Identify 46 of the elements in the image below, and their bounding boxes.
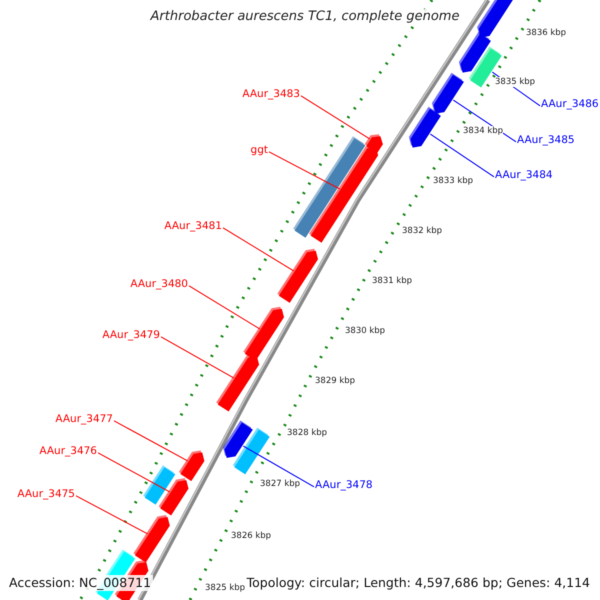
gene-label: AAur_3476 (39, 445, 97, 457)
scale-label: 3831 kbp (372, 276, 412, 286)
scale-label: 3828 kbp (287, 428, 328, 438)
gene-label: AAur_3475 (17, 488, 75, 500)
gene-label: ggt (250, 144, 268, 156)
gene-bar (232, 428, 270, 474)
genome-title: Arthrobacter aurescens TC1, complete genome (150, 9, 460, 24)
scale-label: 3833 kbp (433, 176, 474, 186)
gene-block (158, 478, 188, 516)
leader-line (188, 285, 260, 330)
gene-block (408, 106, 441, 148)
gene-label: AAur_3479 (102, 329, 160, 341)
gene-label: AAur_3485 (517, 134, 575, 146)
gene-block (133, 515, 170, 562)
gene-block (178, 450, 204, 482)
gene-label: AAur_3484 (495, 169, 553, 181)
gene-label: AAur_3480 (130, 278, 188, 290)
leader-line (114, 420, 188, 462)
gene-label: AAur_3478 (315, 479, 373, 491)
leader-line (430, 134, 494, 178)
scale-label: 3832 kbp (402, 226, 442, 236)
gene-block (216, 354, 260, 412)
leader-line (76, 495, 148, 534)
scale-label: 3835 kbp (495, 77, 536, 87)
gene-block (432, 72, 464, 114)
footer-note: Accession: NC_008711 (7, 575, 154, 591)
gene-label: AAur_3486 (541, 98, 599, 110)
gene-label: AAur_3477 (55, 413, 113, 425)
scale-label: 3830 kbp (345, 326, 386, 336)
gene-block (309, 144, 378, 243)
gene-label: AAur_3481 (164, 220, 222, 232)
leader-line (98, 452, 170, 492)
scale-label: 3826 kbp (231, 531, 272, 541)
gene-block (277, 248, 318, 303)
leader-line (222, 227, 294, 272)
leader-line (242, 446, 314, 488)
leader-line (160, 336, 234, 378)
scale-label: 3829 kbp (315, 376, 356, 386)
scale-label: 3825 kbp (205, 583, 246, 593)
gene-label: AAur_3483 (242, 88, 300, 100)
footer-note: Topology: circular; Length: 4,597,686 bp; Genes: 4,114 (244, 575, 592, 591)
scale-label: 3836 kbp (526, 28, 566, 38)
scale-label: 3827 kbp (260, 479, 300, 489)
leader-line (268, 151, 340, 190)
scale-label: 3834 kbp (463, 126, 504, 136)
leader-line (300, 95, 370, 140)
